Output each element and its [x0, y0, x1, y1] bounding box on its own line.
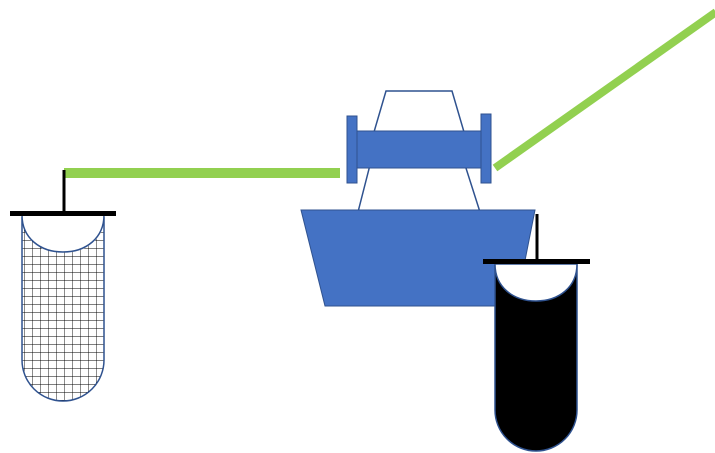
right-basket-opening [494, 263, 578, 302]
right-basket-rim [483, 259, 590, 264]
pump-pipe-body [354, 130, 483, 169]
center-pump-unit [300, 90, 536, 307]
left-mesh-basket [10, 170, 116, 402]
left-basket-body [21, 217, 105, 402]
pump-flange-left [346, 115, 358, 184]
pump-lower-neck [357, 164, 482, 213]
right-solid-basket [483, 214, 590, 452]
left-basket-opening [21, 214, 105, 253]
green-line-right [492, 8, 715, 172]
left-basket-rim [10, 211, 116, 216]
pump-upper-cap [372, 90, 466, 133]
right-basket-body [494, 264, 578, 452]
pump-flange-right [480, 113, 492, 184]
